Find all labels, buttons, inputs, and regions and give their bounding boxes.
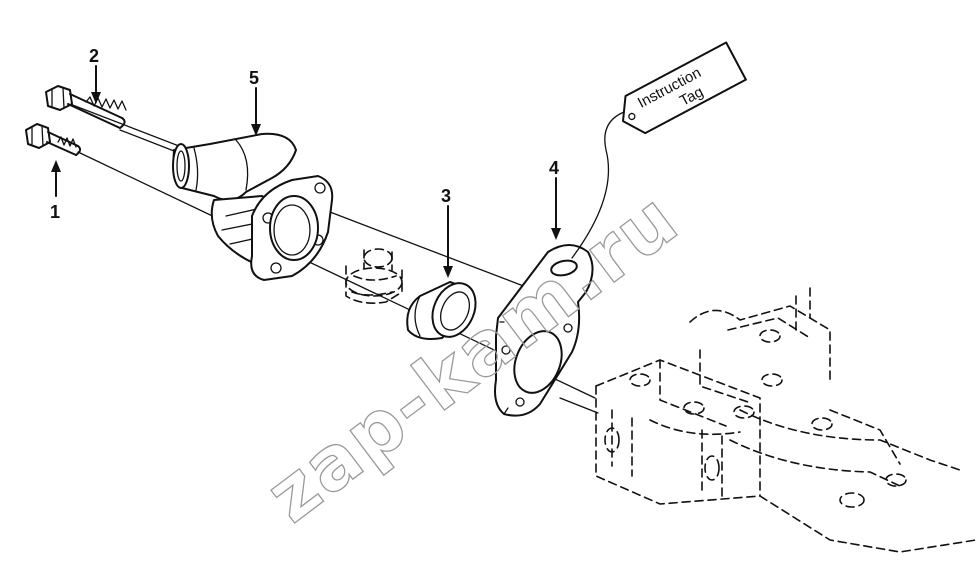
callout-numbers: 2 1 3 4 5 [50,46,559,222]
callout-4: 4 [549,158,559,178]
engine-block-phantom [595,287,977,553]
thermostat-housing [172,132,334,281]
seal [406,281,477,340]
capscrew-long [45,85,127,129]
callout-3: 3 [441,186,451,206]
thermostat-phantom [345,248,403,304]
capscrew-short [25,123,82,156]
callout-5: 5 [249,68,259,88]
callout-1: 1 [50,202,60,222]
gasket-plate [494,244,594,417]
callout-arrows [51,65,561,278]
callout-2: 2 [89,46,99,66]
